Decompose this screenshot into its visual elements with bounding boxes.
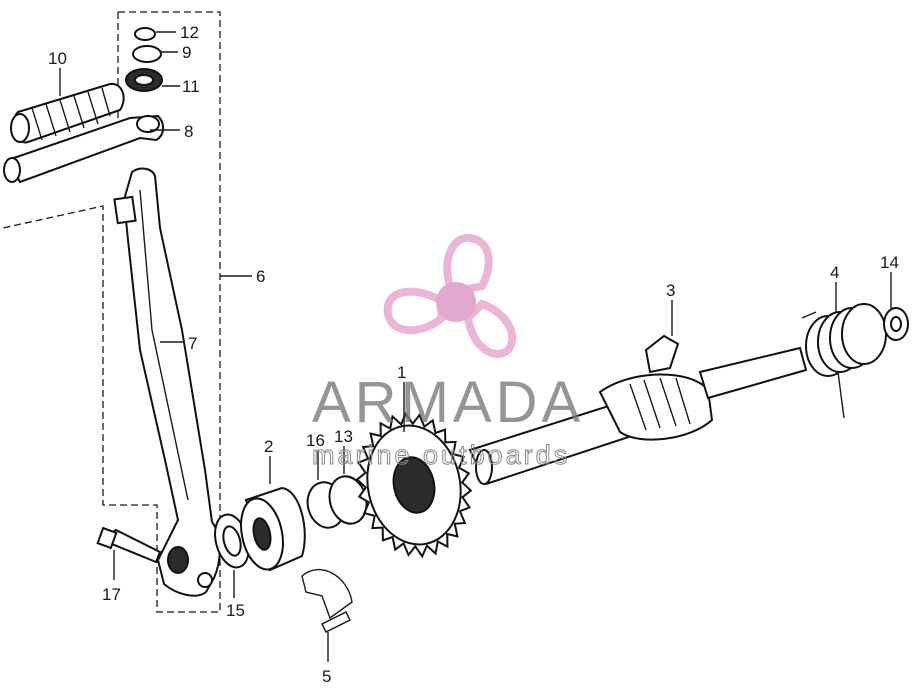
callout-9: 9 [182,43,191,62]
logo-hub [436,282,476,322]
pinch-bolt [96,526,162,564]
callout-4: 4 [830,263,839,282]
callout-15: 15 [226,601,245,620]
leader-lines [59,31,892,662]
pedal-rubber [10,82,125,144]
callout-labels: 12 9 11 8 10 6 7 1 2 3 4 14 16 13 15 17 … [48,23,899,686]
callout-5: 5 [322,667,331,686]
watermark-logo [383,234,517,358]
kick-starter-gear [355,411,473,559]
retaining-clip [301,568,353,633]
spindle-bush [240,486,306,572]
callout-12: 12 [180,23,199,42]
callout-17: 17 [102,585,121,604]
spring-washer [883,307,909,341]
kick-lever-arm [113,167,221,597]
callout-7: 7 [188,334,197,353]
return-spring [801,303,887,419]
callout-10: 10 [48,49,67,68]
logo-blade-right [463,299,517,358]
callout-2: 2 [264,437,273,456]
pedal-shaft [3,114,164,184]
watermark-title: ARMADA [312,370,584,435]
kick-spindle [468,334,808,486]
callout-13: 13 [334,427,353,446]
callout-1: 1 [397,363,406,382]
logo-blade-left [383,287,447,335]
callout-11: 11 [182,77,200,96]
callout-8: 8 [184,122,193,141]
callout-16: 16 [306,431,325,450]
watermark-subtitle: marine outboards [312,440,570,470]
callout-3: 3 [666,281,675,300]
pedal-hardware [125,27,163,92]
callout-6: 6 [256,267,265,286]
logo-blade-top [443,234,493,297]
callout-14: 14 [880,253,899,272]
spring-rings [306,475,368,529]
